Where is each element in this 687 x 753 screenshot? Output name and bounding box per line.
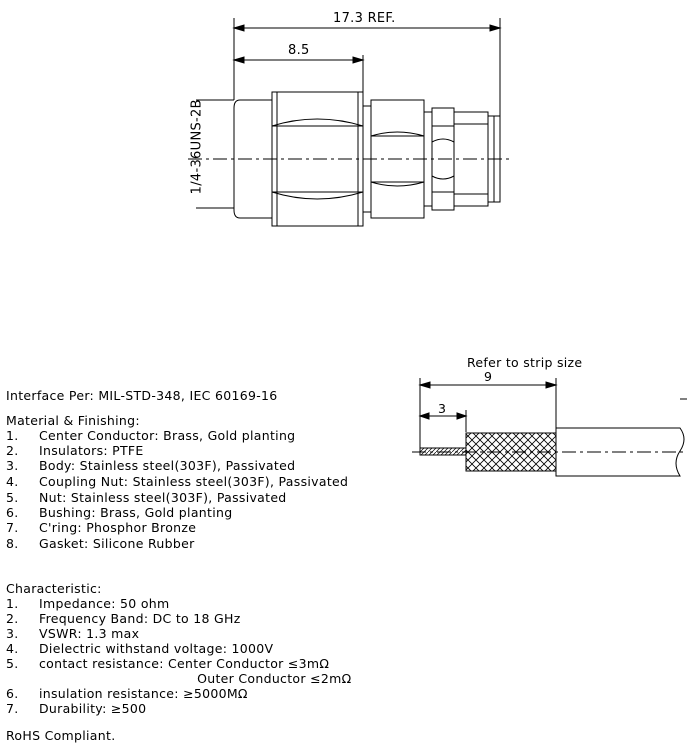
characteristic-heading: Characteristic: <box>6 581 102 596</box>
rohs-statement: RoHS Compliant. <box>6 728 116 743</box>
strip-dimension-9: 9 <box>484 369 493 384</box>
strip-dimension-3: 3 <box>438 401 447 416</box>
material-heading: Material & Finishing: <box>6 413 140 428</box>
strip-size-title: Refer to strip size <box>467 355 583 370</box>
thread-spec-label: 1/4-36UNS-2B <box>189 99 205 195</box>
overall-length-dimension: 17.3 REF. <box>333 11 396 26</box>
body-length-dimension: 8.5 <box>288 43 310 58</box>
interface-standard: Interface Per: MIL-STD-348, IEC 60169-16 <box>6 388 278 403</box>
